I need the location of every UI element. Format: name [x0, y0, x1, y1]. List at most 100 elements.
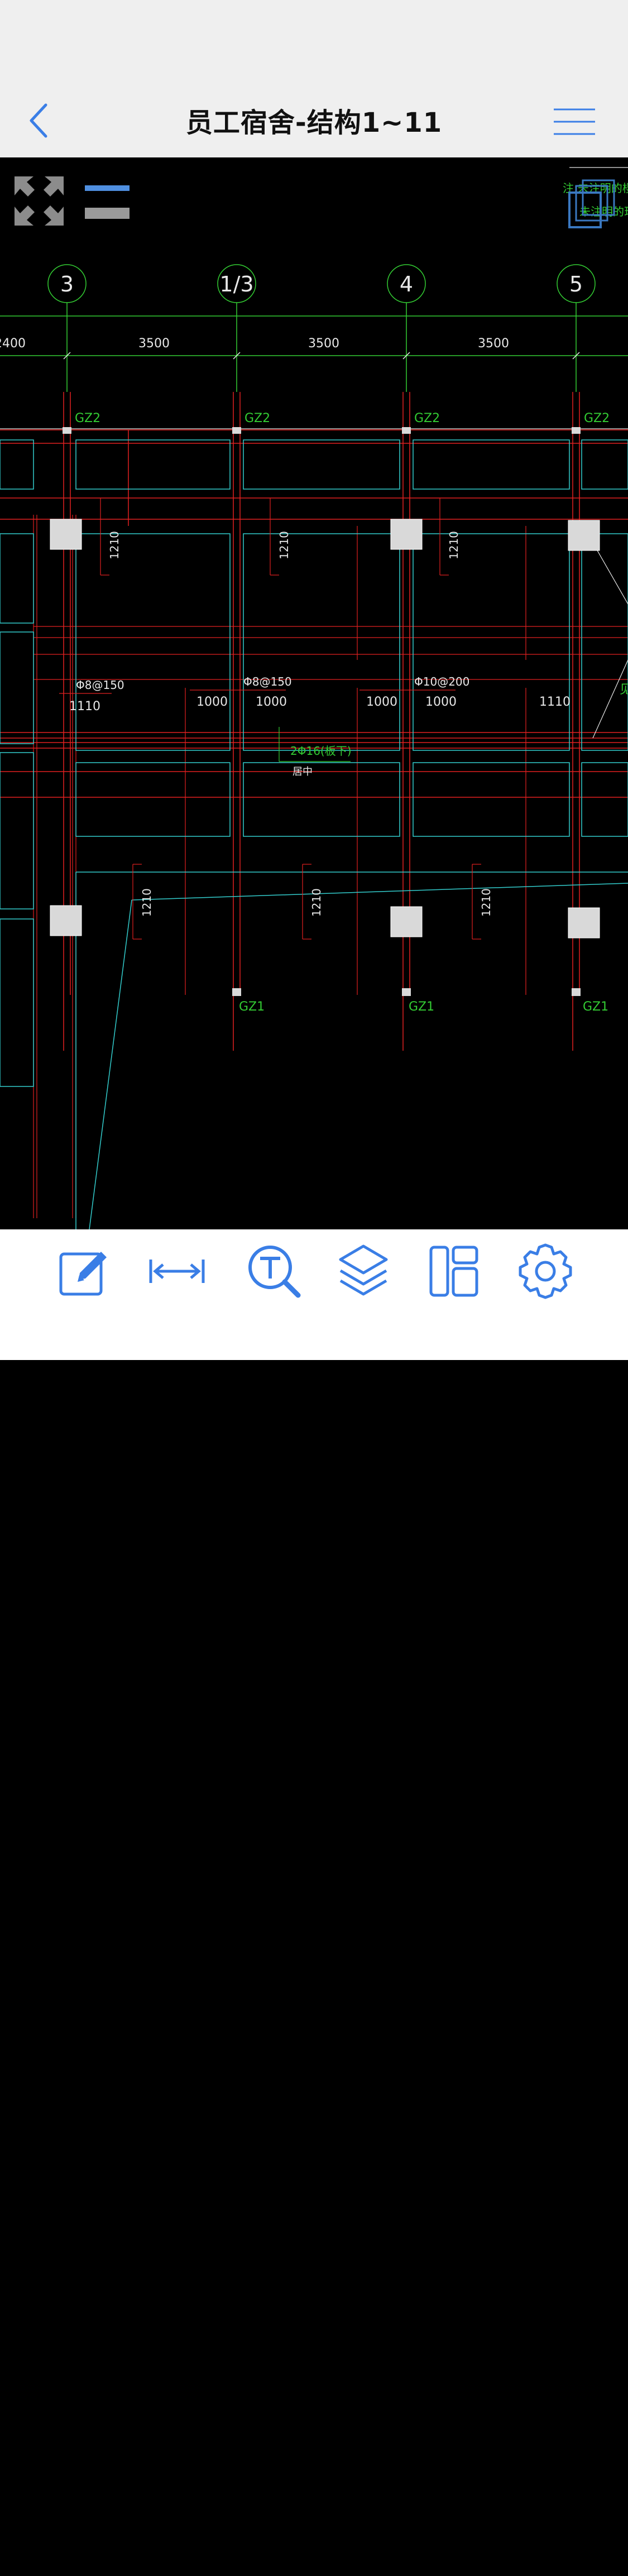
dimension-tick [63, 352, 71, 360]
wall-outline [75, 762, 231, 837]
span-dimension-label: 1000 [425, 695, 457, 709]
leader-line [592, 542, 628, 605]
wall-outline [413, 533, 570, 751]
bottom-toolbar [0, 1229, 628, 2576]
wall-outline [413, 439, 570, 490]
navigation-bar: 员工宿舍-结构1~11 [0, 0, 628, 157]
column-marker-bottom [572, 988, 581, 996]
layers-button[interactable] [333, 1241, 394, 1302]
gz-label-bottom: GZ1 [583, 1000, 608, 1014]
gz-label-top: GZ2 [245, 411, 270, 425]
dimension-label: 3500 [138, 337, 170, 351]
wall-outline [581, 533, 628, 751]
wall-line [89, 899, 132, 1229]
text-search-button[interactable] [243, 1241, 305, 1302]
annotate-button[interactable] [53, 1241, 114, 1302]
settings-button[interactable] [515, 1241, 576, 1302]
wall-outline [0, 533, 34, 624]
vertical-dimension-label: 1210 [480, 888, 493, 917]
layout-button[interactable] [423, 1241, 485, 1302]
span-dimension-label: 1110 [539, 695, 571, 709]
text-search-icon [248, 1246, 301, 1298]
column-block [390, 906, 423, 937]
wall-outline [75, 533, 231, 751]
wall-outline [0, 752, 34, 909]
wall-outline [243, 439, 400, 490]
page-title: 员工宿舍-结构1~11 [185, 107, 443, 138]
wall-outline [581, 762, 628, 837]
gz-label-bottom: GZ1 [409, 1000, 434, 1014]
column-marker-top [402, 427, 411, 434]
stacked-sheets-icon [568, 179, 615, 228]
dimension-tick [233, 352, 241, 360]
column-marker-top [63, 427, 71, 434]
expand-arrows-icon [15, 176, 64, 226]
gz-label-top: GZ2 [75, 411, 100, 425]
wall-outline [0, 918, 34, 1087]
vertical-dimension-label: 1210 [310, 888, 323, 917]
dimension-tick [572, 352, 580, 360]
rebar-label: Φ10@200 [414, 675, 469, 688]
column-marker-bottom [232, 988, 241, 996]
home-indicator [202, 2568, 426, 2576]
settings-icon [519, 1243, 572, 1299]
beam-note-sub: 居中 [293, 766, 313, 778]
wall-outline [0, 439, 34, 490]
side-note: 见 [620, 683, 628, 697]
column-block [568, 907, 600, 939]
dimension-label: 3500 [308, 337, 339, 351]
measure-distance-icon [149, 1260, 205, 1283]
axis-label: 5 [569, 272, 583, 296]
wall-outline [0, 631, 34, 744]
background-toggle-icon [85, 185, 130, 219]
chevron-left-icon [30, 103, 47, 138]
column-block [50, 519, 82, 550]
fullscreen-button[interactable] [11, 173, 67, 229]
vertical-dimension-label: 1210 [277, 531, 291, 559]
dimension-label: 2400 [0, 337, 26, 351]
span-dimension-label: 1110 [69, 700, 100, 714]
span-dimension-label: 1000 [256, 695, 287, 709]
leader-line [592, 659, 628, 739]
column-marker-top [232, 427, 241, 434]
column-marker-bottom [402, 988, 411, 996]
background-toggle[interactable] [84, 180, 131, 220]
layers-icon [339, 1244, 388, 1296]
wall-outline [75, 439, 231, 490]
legend-line2: 未注明的现浇 [579, 205, 628, 218]
measure-button[interactable] [146, 1241, 208, 1302]
wall-outline [243, 762, 400, 837]
vertical-dimension-label: 1210 [108, 531, 121, 559]
column-block [568, 520, 600, 551]
dimension-tick [402, 352, 410, 360]
column-marker-top [572, 427, 581, 434]
wall-outline [243, 533, 400, 751]
axis-label: 3 [60, 272, 74, 296]
vertical-dimension-label: 1210 [140, 888, 154, 917]
beam-note: 2Φ16(板下) [290, 744, 352, 758]
wall-line [131, 883, 628, 901]
sheet-stack[interactable] [564, 177, 620, 233]
rebar-label: Φ8@150 [243, 675, 292, 688]
column-block [50, 905, 82, 936]
axis-label: 1/3 [219, 272, 253, 296]
wall-outline [413, 762, 570, 837]
wall-outline [581, 439, 628, 490]
hamburger-menu-icon [554, 108, 595, 135]
back-button[interactable] [25, 98, 58, 143]
gz-label-top: GZ2 [414, 411, 440, 425]
dimension-label: 3500 [478, 337, 509, 351]
menu-button[interactable] [553, 105, 597, 138]
edit-annotate-icon [59, 1252, 107, 1296]
vertical-dimension-label: 1210 [447, 531, 461, 559]
span-dimension-label: 1000 [196, 695, 228, 709]
gz-label-top: GZ2 [584, 411, 610, 425]
axis-label: 4 [400, 272, 413, 296]
span-dimension-label: 1000 [366, 695, 397, 709]
gz-label-bottom: GZ1 [239, 1000, 265, 1014]
rebar-label: Φ8@150 [76, 678, 124, 692]
column-block [390, 519, 423, 550]
layout-icon [429, 1246, 478, 1297]
